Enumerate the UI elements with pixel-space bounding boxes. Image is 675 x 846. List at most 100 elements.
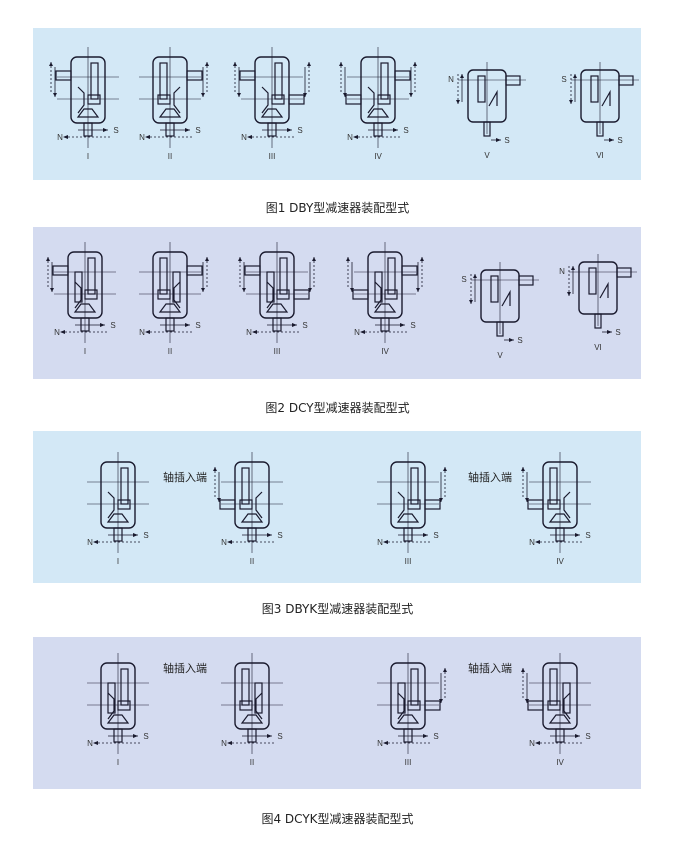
gearbox-variant-V: SSV [461, 262, 539, 360]
bevel-gear [366, 108, 390, 118]
variant-label: V [484, 151, 490, 160]
arrowhead-icon [413, 62, 417, 66]
gear-shaft [120, 668, 129, 706]
bevel-gear [107, 491, 115, 519]
gear-shaft [90, 62, 99, 100]
gear-shaft [380, 62, 389, 100]
direction-n-label: N [57, 133, 63, 142]
bevel-gear [107, 692, 115, 720]
figure-3-caption: 图3 DBYK型减速器装配型式 [261, 602, 414, 616]
direction-s-label: S [403, 126, 408, 135]
bevel-gear [260, 108, 284, 118]
arrowhead-icon [227, 741, 232, 745]
gearbox-variant-I: SNI [49, 47, 119, 161]
variant-label: III [405, 758, 412, 767]
direction-n-label: N [87, 739, 93, 748]
arrowhead-icon [93, 540, 98, 544]
arrowhead-icon [201, 93, 205, 97]
gear [547, 700, 561, 711]
arrowhead-icon [383, 540, 388, 544]
direction-n-label: N [221, 739, 227, 748]
arrowhead-icon [307, 62, 311, 66]
gear-shaft [549, 668, 558, 706]
arrowhead-icon [213, 467, 217, 471]
arrowhead-icon [217, 498, 221, 502]
gear [117, 700, 131, 711]
bevel-gear [563, 692, 571, 720]
figure-2-panel [33, 227, 641, 379]
output-shaft [373, 122, 383, 137]
arrowhead-icon [569, 100, 573, 104]
input-shaft [424, 499, 441, 510]
input-shaft [239, 70, 256, 81]
gear-shaft [387, 257, 396, 295]
input-shaft [186, 265, 203, 276]
direction-s-label: S [585, 531, 590, 540]
output-shaft [403, 728, 413, 743]
input-shaft [55, 70, 72, 81]
figure-2-caption: 图2 DCY型减速器装配型式 [265, 401, 410, 415]
arrowhead-icon [521, 668, 525, 672]
gear-shaft [410, 668, 419, 706]
input-shaft [618, 75, 634, 86]
bevel-gear [397, 692, 405, 720]
arrowhead-icon [303, 93, 307, 97]
arrowhead-icon [400, 323, 405, 327]
bevel-gear [106, 513, 130, 523]
gear [239, 700, 253, 711]
bevel-gear [488, 89, 498, 107]
gearbox-variant-IV: S N IV [521, 452, 591, 566]
arrowhead-icon [267, 734, 272, 738]
arrowhead-icon [496, 138, 501, 142]
arrowhead-icon [292, 323, 297, 327]
arrowhead-icon [233, 62, 237, 66]
variant-label: VI [594, 343, 602, 352]
direction-s-label: S [277, 531, 282, 540]
bevel-gear [255, 491, 263, 519]
arrowhead-icon [103, 128, 108, 132]
gearbox-variant-V: NSV [448, 62, 526, 160]
output-shaft [247, 527, 257, 542]
output-shaft [272, 317, 282, 332]
arrowhead-icon [535, 540, 540, 544]
arrowhead-icon [423, 734, 428, 738]
input-shaft [345, 94, 362, 105]
output-shaft [380, 317, 390, 332]
direction-s-label: S [433, 531, 438, 540]
arrowhead-icon [63, 135, 68, 139]
gear [271, 94, 285, 105]
arrowhead-icon [145, 330, 150, 334]
direction-s-label: S [195, 126, 200, 135]
arrowhead-icon [237, 93, 241, 97]
shaft-insertion-end-label: 轴插入端 [163, 661, 207, 675]
gear-shaft [159, 62, 168, 100]
arrowhead-icon [346, 257, 350, 261]
arrowhead-icon [423, 533, 428, 537]
arrowhead-icon [575, 533, 580, 537]
gear [117, 499, 131, 510]
direction-n-label: N [221, 538, 227, 547]
arrowhead-icon [439, 498, 443, 502]
direction-n-label: N [377, 739, 383, 748]
arrowhead-icon [205, 62, 209, 66]
output-shaft [555, 728, 565, 743]
bevel-gear [158, 303, 182, 313]
arrowhead-icon [312, 257, 316, 261]
input-shaft [352, 289, 369, 300]
direction-n-label: N [529, 538, 535, 547]
output-shaft [113, 527, 123, 542]
arrowhead-icon [393, 128, 398, 132]
arrowhead-icon [53, 93, 57, 97]
variant-label: IV [556, 557, 564, 566]
gear-shaft [120, 467, 129, 505]
direction-label: N [559, 267, 565, 276]
bevel-gear [397, 491, 405, 519]
output-shaft [267, 122, 277, 137]
gear [157, 289, 171, 300]
gear-shaft [588, 267, 597, 295]
